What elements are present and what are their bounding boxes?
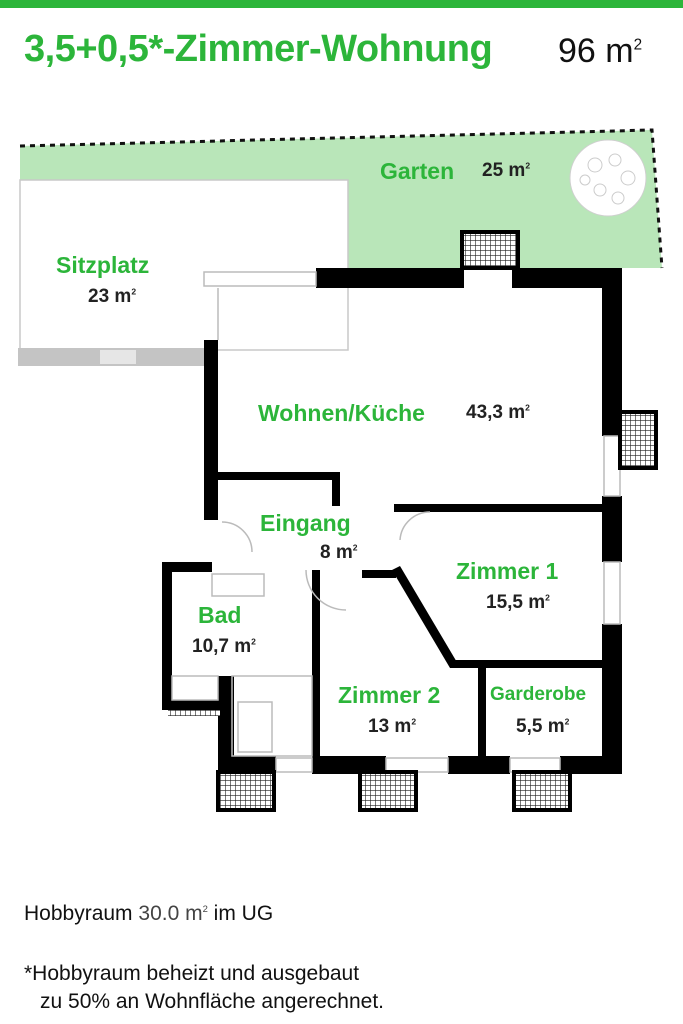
- page-title: 3,5+0,5*-Zimmer-Wohnung: [24, 28, 493, 70]
- garden-fence: [19, 128, 664, 269]
- footnote-line-2: zu 50% an Wohnfläche angerechnet.: [40, 990, 385, 1013]
- room-bad-area: 10,7 m2: [192, 636, 256, 657]
- room-wohnen-kueche-area: 43,3 m2: [466, 402, 530, 423]
- tree-symbol: [569, 139, 647, 217]
- room-garderobe-area: 5,5 m2: [516, 716, 570, 737]
- room-eingang-area: 8 m2: [320, 542, 358, 563]
- room-bad-name: Bad: [198, 602, 242, 628]
- room-sitzplatz-area: 23 m2: [88, 286, 137, 307]
- room-zimmer-1-area: 15,5 m2: [486, 592, 550, 613]
- floor-plan: [18, 128, 664, 812]
- room-garten-name: Garten: [380, 158, 455, 184]
- room-garten-area: 25 m2: [482, 160, 531, 181]
- room-zimmer-1-name: Zimmer 1: [456, 558, 559, 584]
- room-eingang-name: Eingang: [260, 510, 351, 536]
- footnote-line-1: *Hobbyraum beheizt und ausgebaut: [24, 962, 360, 985]
- hobbyraum-note: Hobbyraum 30.0 m2 im UG: [24, 902, 274, 925]
- room-zimmer-2-area: 13 m2: [368, 716, 417, 737]
- sitzplatz-area: [19, 179, 349, 351]
- total-area-unit-sup: 2: [633, 36, 643, 54]
- room-zimmer-2-name: Zimmer 2: [338, 682, 441, 708]
- light-wells: [216, 230, 658, 812]
- room-sitzplatz-name: Sitzplatz: [56, 252, 150, 278]
- walls: [162, 268, 622, 774]
- room-garderobe-name: Garderobe: [490, 684, 587, 705]
- room-wohnen-kueche-name: Wohnen/Küche: [258, 400, 425, 426]
- total-area-value: 96 m: [558, 32, 634, 70]
- total-area: 96 m2: [558, 32, 642, 71]
- top-accent-bar: [0, 0, 683, 8]
